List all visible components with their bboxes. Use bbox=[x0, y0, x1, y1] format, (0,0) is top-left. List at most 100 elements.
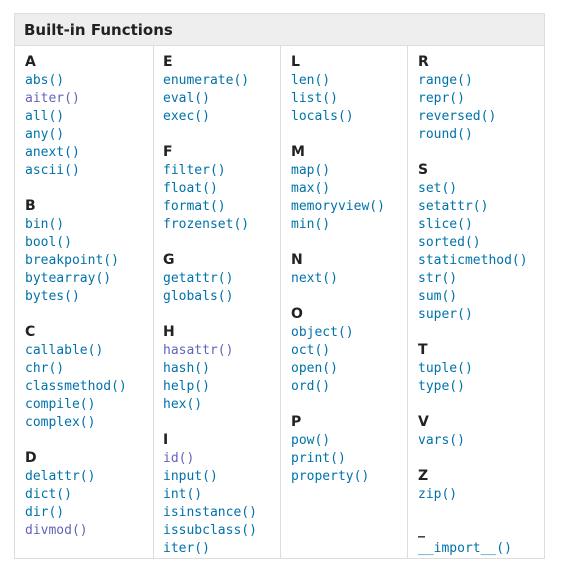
group-spacer bbox=[25, 306, 162, 323]
function-link[interactable]: compile() bbox=[25, 397, 96, 412]
group-spacer bbox=[163, 306, 281, 323]
group-spacer bbox=[25, 432, 162, 449]
function-link[interactable]: oct() bbox=[291, 343, 331, 358]
group-letter-heading: G bbox=[163, 252, 175, 268]
group-spacer bbox=[418, 324, 546, 341]
function-link[interactable]: max() bbox=[291, 181, 331, 196]
function-link[interactable]: bytes() bbox=[25, 289, 80, 304]
function-link[interactable]: input() bbox=[163, 469, 218, 484]
function-link[interactable]: bytearray() bbox=[25, 271, 112, 286]
function-link[interactable]: list() bbox=[291, 91, 338, 106]
function-link[interactable]: next() bbox=[291, 271, 338, 286]
function-link[interactable]: getattr() bbox=[163, 271, 234, 286]
function-link[interactable]: complex() bbox=[25, 415, 96, 430]
group-spacer bbox=[163, 414, 281, 431]
function-link[interactable]: vars() bbox=[418, 433, 465, 448]
letter-group: ___import__() bbox=[418, 521, 546, 558]
function-link[interactable]: callable() bbox=[25, 343, 104, 358]
function-link[interactable]: chr() bbox=[25, 361, 65, 376]
function-link[interactable]: locals() bbox=[291, 109, 354, 124]
function-link[interactable]: tuple() bbox=[418, 361, 473, 376]
group-letter-heading: N bbox=[291, 252, 303, 268]
function-link[interactable]: hash() bbox=[163, 361, 210, 376]
group-letter-heading: B bbox=[25, 198, 36, 214]
function-link[interactable]: any() bbox=[25, 127, 65, 142]
function-link[interactable]: format() bbox=[163, 199, 226, 214]
group-letter-heading: F bbox=[163, 144, 173, 160]
group-letter-heading: I bbox=[163, 432, 169, 448]
function-link[interactable]: dir() bbox=[25, 505, 65, 520]
function-link[interactable]: enumerate() bbox=[163, 73, 250, 88]
function-link[interactable]: dict() bbox=[25, 487, 72, 502]
function-link[interactable]: float() bbox=[163, 181, 218, 196]
group-spacer bbox=[418, 504, 546, 521]
function-link[interactable]: staticmethod() bbox=[418, 253, 528, 268]
function-link[interactable]: str() bbox=[418, 271, 458, 286]
function-link[interactable]: len() bbox=[291, 73, 331, 88]
function-link[interactable]: divmod() bbox=[25, 523, 88, 538]
function-link[interactable]: isinstance() bbox=[163, 505, 257, 520]
function-link[interactable]: frozenset() bbox=[163, 217, 250, 232]
function-link[interactable]: filter() bbox=[163, 163, 226, 178]
group-letter-heading: T bbox=[418, 342, 428, 358]
function-link[interactable]: object() bbox=[291, 325, 354, 340]
function-link[interactable]: repr() bbox=[418, 91, 465, 106]
function-link[interactable]: __import__() bbox=[418, 541, 512, 556]
function-link[interactable]: hex() bbox=[163, 397, 203, 412]
function-link[interactable]: min() bbox=[291, 217, 331, 232]
function-link[interactable]: int() bbox=[163, 487, 203, 502]
function-link[interactable]: iter() bbox=[163, 541, 210, 556]
function-link[interactable]: issubclass() bbox=[163, 523, 257, 538]
function-link[interactable]: zip() bbox=[418, 487, 458, 502]
function-link[interactable]: breakpoint() bbox=[25, 253, 119, 268]
function-link[interactable]: set() bbox=[418, 181, 458, 196]
function-link[interactable]: reversed() bbox=[418, 109, 497, 124]
function-link[interactable]: memoryview() bbox=[291, 199, 385, 214]
function-link[interactable]: bin() bbox=[25, 217, 65, 232]
function-link[interactable]: delattr() bbox=[25, 469, 96, 484]
function-link[interactable]: print() bbox=[291, 451, 346, 466]
function-link[interactable]: slice() bbox=[418, 217, 473, 232]
function-link[interactable]: setattr() bbox=[418, 199, 489, 214]
function-link[interactable]: globals() bbox=[163, 289, 234, 304]
function-link[interactable]: aiter() bbox=[25, 91, 80, 106]
function-link[interactable]: pow() bbox=[291, 433, 331, 448]
function-link[interactable]: bool() bbox=[25, 235, 72, 250]
group-spacer bbox=[418, 396, 546, 413]
function-link[interactable]: type() bbox=[418, 379, 465, 394]
function-link[interactable]: ascii() bbox=[25, 163, 80, 178]
function-link[interactable]: ord() bbox=[291, 379, 331, 394]
function-link[interactable]: exec() bbox=[163, 109, 210, 124]
function-link[interactable]: property() bbox=[291, 469, 370, 484]
function-link[interactable]: eval() bbox=[163, 91, 210, 106]
function-link[interactable]: sorted() bbox=[418, 235, 481, 250]
function-link[interactable]: classmethod() bbox=[25, 379, 127, 394]
function-link[interactable]: round() bbox=[418, 127, 473, 142]
group-letter-heading: M bbox=[291, 144, 305, 160]
function-link[interactable]: anext() bbox=[25, 145, 80, 160]
function-link[interactable]: super() bbox=[418, 307, 473, 322]
function-link[interactable]: range() bbox=[418, 73, 473, 88]
function-link[interactable]: all() bbox=[25, 109, 65, 124]
group-letter-heading: S bbox=[418, 162, 429, 178]
function-link[interactable]: map() bbox=[291, 163, 331, 178]
function-link[interactable]: sum() bbox=[418, 289, 458, 304]
group-spacer bbox=[418, 144, 546, 161]
function-link[interactable]: help() bbox=[163, 379, 210, 394]
function-link[interactable]: id() bbox=[163, 451, 195, 466]
group-letter-heading: Z bbox=[418, 468, 429, 484]
function-link[interactable]: open() bbox=[291, 361, 338, 376]
function-link[interactable]: hasattr() bbox=[163, 343, 234, 358]
group-letter-heading: O bbox=[291, 306, 303, 322]
function-link[interactable]: abs() bbox=[25, 73, 65, 88]
